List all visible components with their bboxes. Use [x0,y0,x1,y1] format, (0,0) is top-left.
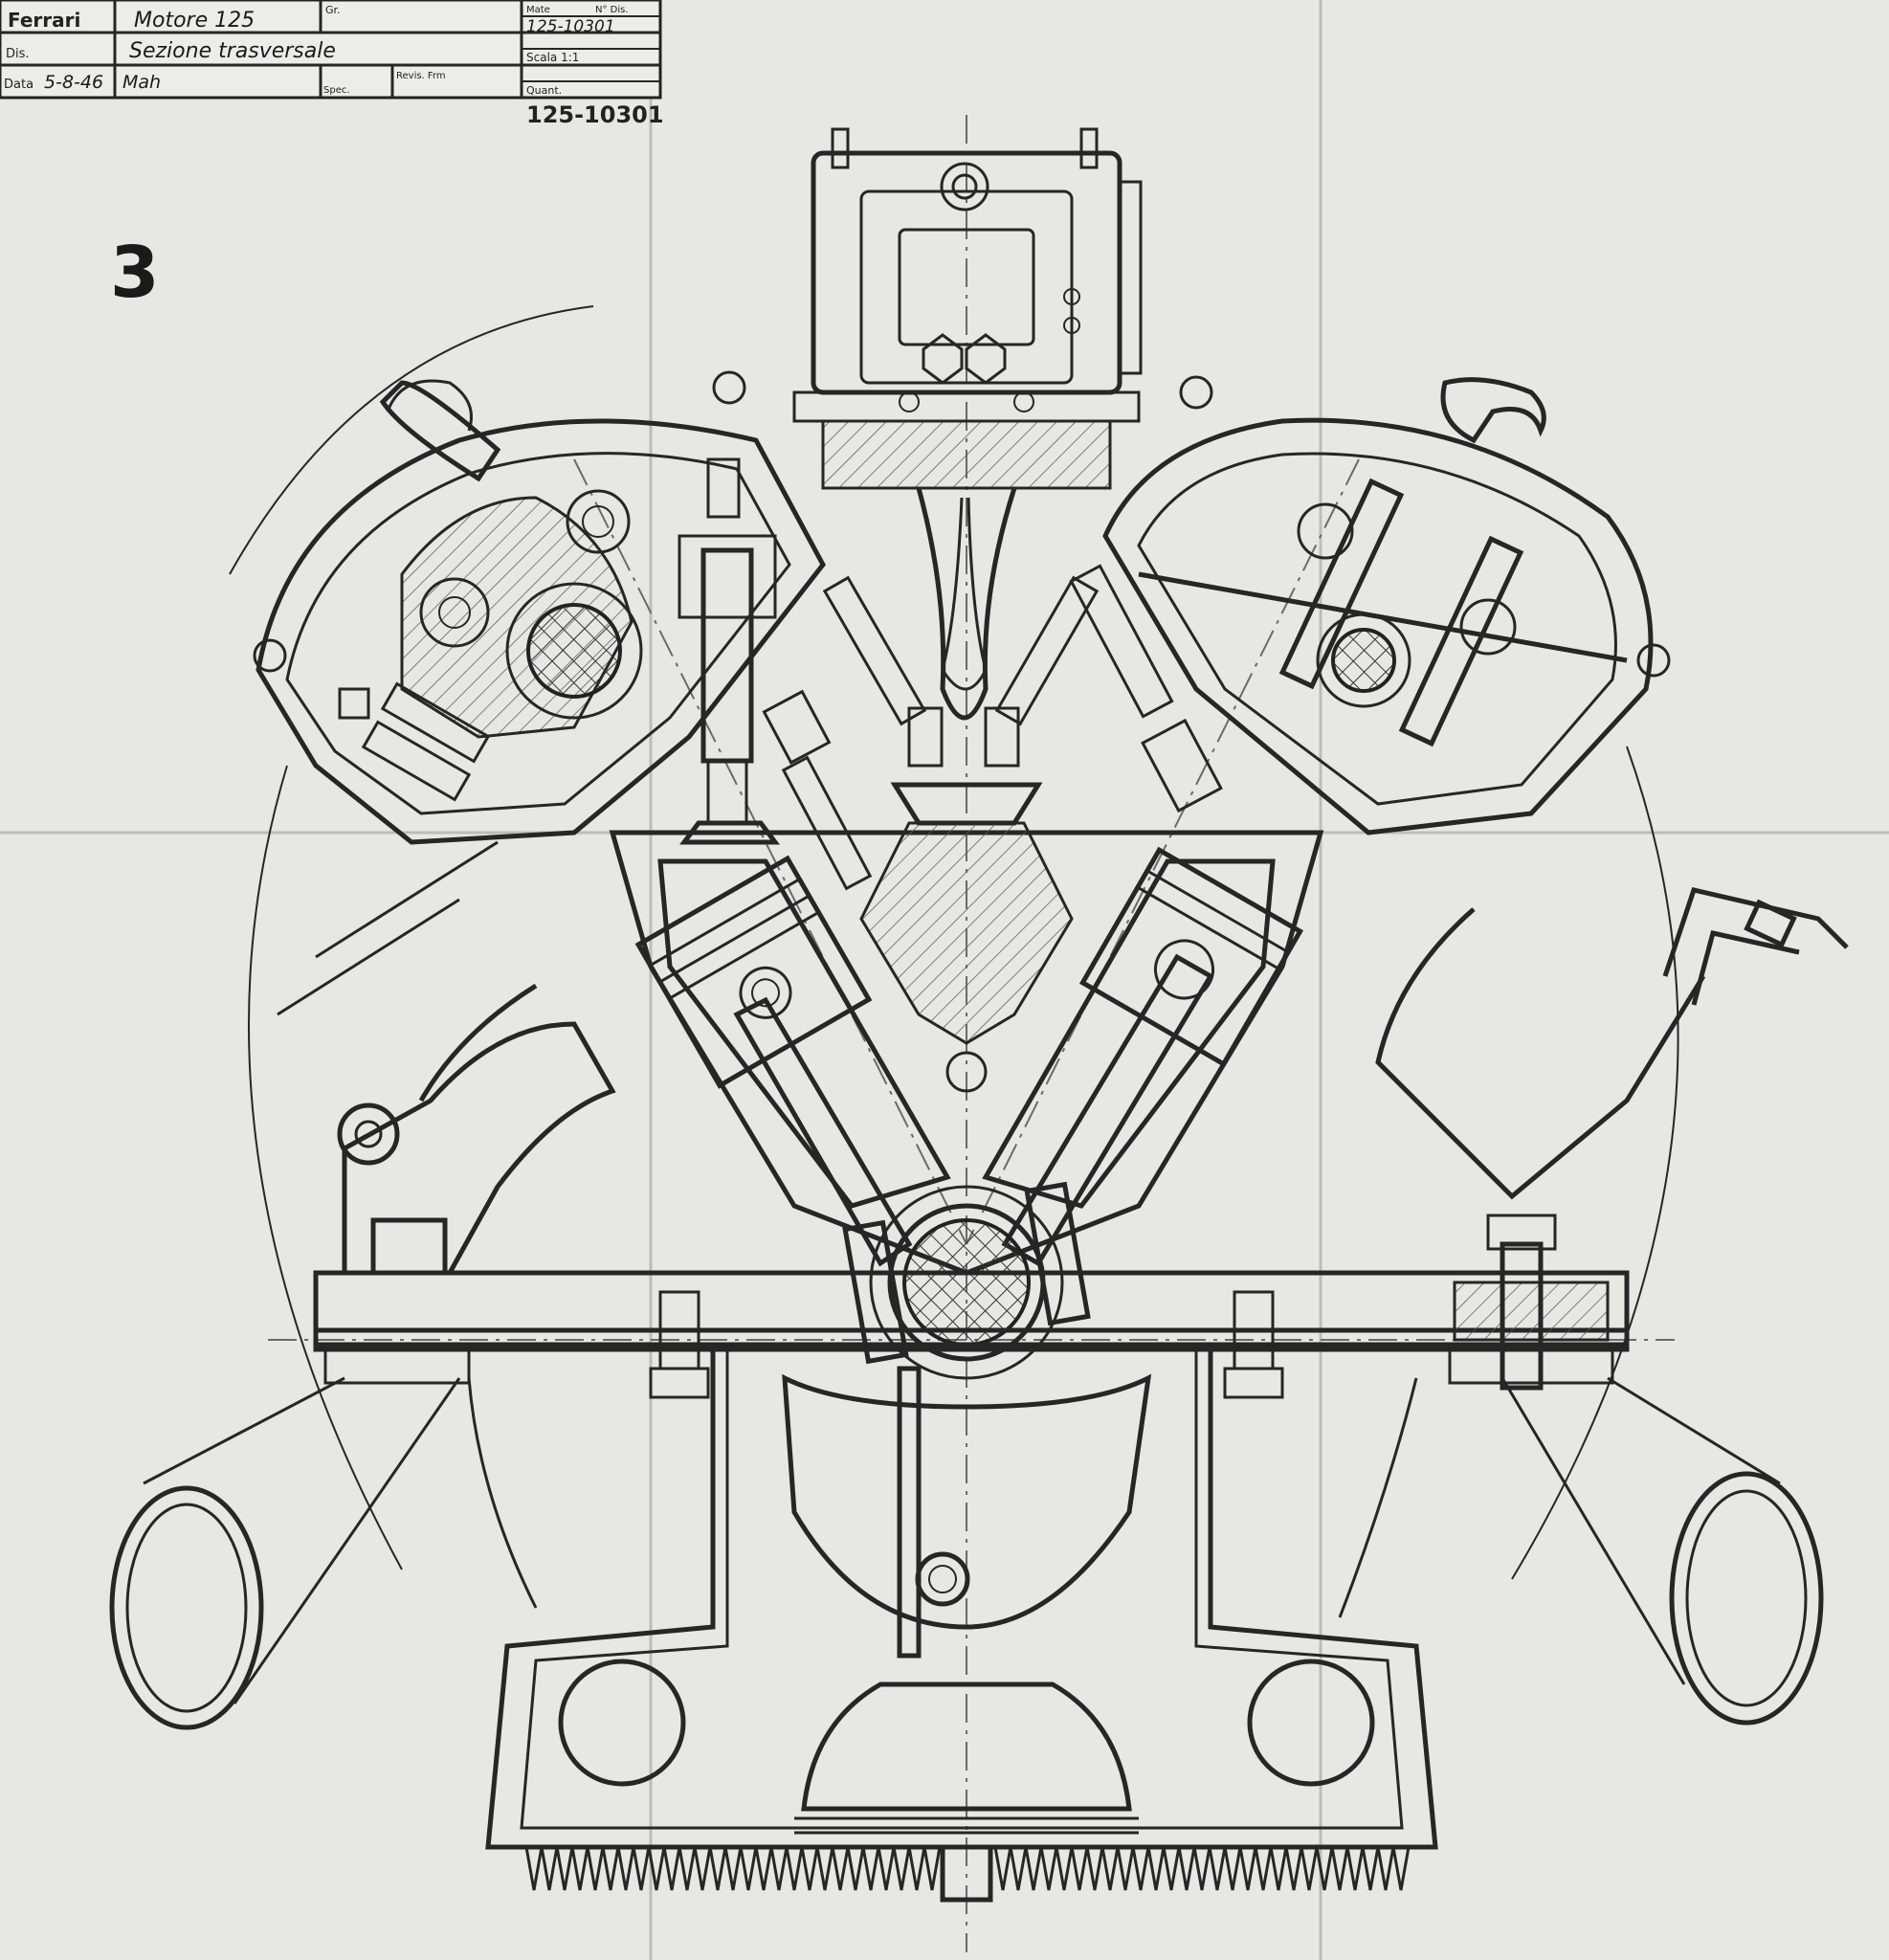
gr-label: Gr. [325,4,341,16]
right-cylinder-head [1069,375,1671,835]
quant-label: Quant. [526,84,562,97]
left-cylinder-head [253,370,826,845]
right-mount-strap [1338,1343,1824,1726]
left-engine-mount [277,840,616,1276]
brand-label: Ferrari [8,9,80,32]
spark-plugs-center [762,575,1100,891]
ndis-label: N° Dis. [595,5,629,15]
data-label: Data [4,78,33,92]
cylinder-block [609,821,1324,1276]
section-label: Sezione trasversale [129,39,336,63]
carburettor [792,127,1143,490]
crankshaft [782,1181,1152,1630]
drafter-value: Mah [122,72,161,93]
mate-label: Mate [526,5,550,15]
crankcase-flange [313,1214,1630,1399]
left-mount-strap [109,1343,538,1730]
ndis-value: 125-10301 [526,17,615,36]
date-value: 5-8-46 [44,72,103,93]
oil-sump [485,1349,1438,1903]
sheet-mark: 3 [110,232,160,314]
scale-label: Scala 1:1 [526,51,579,64]
construction-arcs [229,305,1679,1580]
right-exhaust-pipe [1375,887,1849,1200]
subject-label: Motore 125 [134,9,255,33]
spec-label: Spec. [323,85,350,96]
title-block [0,0,662,100]
drawing-number: 125-10301 [526,101,664,128]
sump-cooling-fins [524,1846,1411,1891]
revis-label: Revis. Frm [396,71,446,81]
dis-label: Dis. [6,47,30,61]
